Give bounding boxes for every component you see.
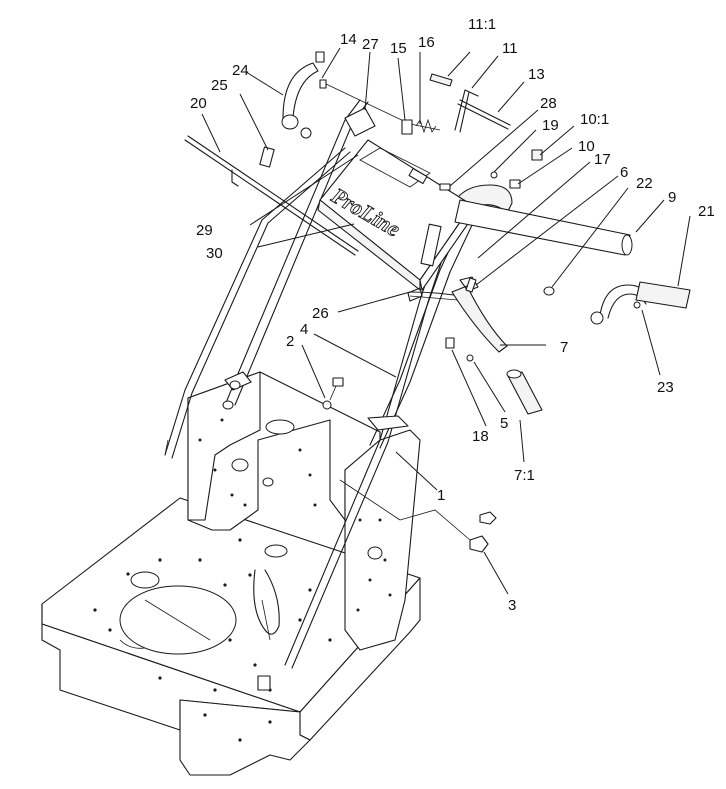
callout-25: 25: [211, 77, 228, 94]
callout-9: 9: [668, 189, 676, 206]
handle-assembly: ProLine: [164, 51, 691, 669]
callout-2: 2: [286, 333, 294, 350]
callout-20: 20: [190, 95, 207, 112]
callout-22: 22: [636, 175, 653, 192]
callout-3: 3: [508, 597, 516, 614]
callout-leaders: [201, 47, 691, 595]
callout-29: 29: [196, 222, 213, 239]
callout-10: 10: [578, 138, 595, 155]
callout-18: 18: [472, 428, 489, 445]
callout-7-1: 7:1: [514, 467, 535, 484]
callout-30: 30: [206, 245, 223, 262]
callout-11-1: 11:1: [468, 16, 496, 33]
callout-15: 15: [390, 40, 407, 57]
callout-28: 28: [540, 95, 557, 112]
callout-21: 21: [698, 203, 715, 220]
callout-11: 11: [502, 40, 518, 57]
callout-7: 7: [560, 339, 568, 356]
callout-16: 16: [418, 34, 435, 51]
callout-6: 6: [620, 164, 628, 181]
callout-23: 23: [657, 379, 674, 396]
callout-1: 1: [437, 487, 445, 504]
callout-labels: 14 27 15 16 11:1 11 13 24 25 20 28 19 10…: [190, 16, 715, 614]
callout-10-1: 10:1: [580, 111, 609, 128]
callout-27: 27: [362, 36, 379, 53]
callout-24: 24: [232, 62, 249, 79]
callout-26: 26: [312, 305, 329, 322]
callout-5: 5: [500, 415, 508, 432]
callout-13: 13: [528, 66, 545, 83]
chassis-frame: [41, 371, 421, 776]
callout-4: 4: [300, 321, 308, 338]
callout-14: 14: [340, 31, 357, 48]
callout-19: 19: [542, 117, 559, 134]
callout-17: 17: [594, 151, 611, 168]
